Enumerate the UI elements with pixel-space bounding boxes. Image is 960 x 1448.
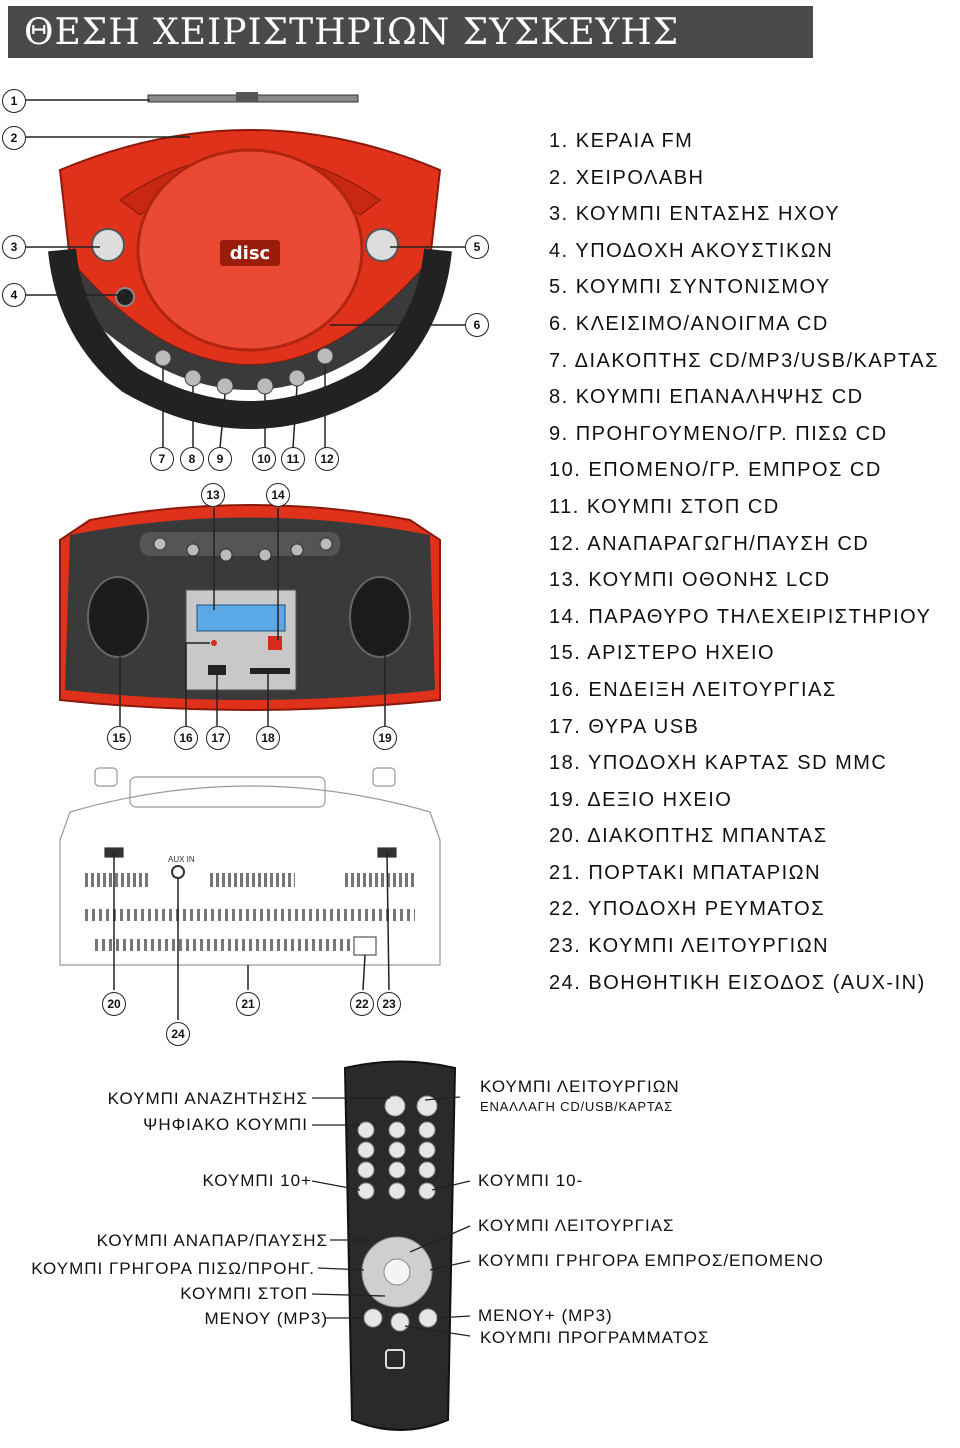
- legend-item: 12. ΑΝΑΠΑΡΑΓΩΓΗ/ΠΑΥΣΗ CD: [549, 532, 870, 555]
- legend-item: 7. ΔΙΑΚΟΠΤΗΣ CD/MP3/USB/ΚΑΡΤΑΣ: [549, 349, 939, 372]
- callout-number: 24: [166, 1022, 190, 1046]
- remote-label-program: ΚΟΥΜΠΙ ΠΡΟΓΡΑΜΜΑΤΟΣ: [480, 1328, 710, 1347]
- callout-number: 16: [174, 726, 198, 750]
- headphone-jack: [115, 287, 135, 307]
- legend-item: 16. ΕΝΔΕΙΞΗ ΛΕΙΤΟΥΡΓΙΑΣ: [549, 678, 837, 701]
- legend-item: 17. ΘΥΡΑ USB: [549, 715, 700, 738]
- right-speaker: [349, 576, 411, 658]
- legend-item: 9. ΠΡΟΗΓΟΥΜΕΝΟ/ΓΡ. ΠΙΣΩ CD: [549, 422, 888, 445]
- callout-number: 17: [206, 726, 230, 750]
- legend-item: 14. ΠΑΡΑΘΥΡΟ ΤΗΛΕΧΕΙΡΙΣΤΗΡΙΟΥ: [549, 605, 932, 628]
- legend-item: 24. ΒΟΗΘΗΤΙΚΗ ΕΙΣΟΔΟΣ (AUX-IN): [549, 971, 926, 994]
- page-title: ΘΕΣΗ ΧΕΙΡΙΣΤΗΡΙΩΝ ΣΥΣΚΕΥΗΣ: [24, 12, 680, 53]
- device-back-view: [59, 767, 441, 966]
- remote-control-illustration: [311, 1060, 471, 1431]
- remote-label-functions: ΚΟΥΜΠΙ ΛΕΙΤΟΥΡΓΙΩΝ: [480, 1077, 680, 1096]
- remote-label-search: ΚΟΥΜΠΙ ΑΝΑΖΗΤΗΣΗΣ: [107, 1089, 308, 1108]
- legend-item: 11. ΚΟΥΜΠΙ ΣΤΟΠ CD: [549, 495, 780, 518]
- remote-label-menu-minus: ΜΕΝΟΥ (MP3): [204, 1309, 328, 1328]
- legend-item: 4. ΥΠΟΔΟΧΗ ΑΚΟΥΣΤΙΚΩΝ: [549, 239, 834, 262]
- legend-item: 19. ΔΕΞΙΟ ΗΧΕΙΟ: [549, 788, 733, 811]
- remote-window: [268, 636, 282, 650]
- callout-number: 21: [236, 992, 260, 1016]
- remote-label-menu-plus: ΜΕΝΟΥ+ (MP3): [478, 1306, 613, 1325]
- callout-number: 14: [266, 483, 290, 507]
- remote-label-mode: ΚΟΥΜΠΙ ΛΕΙΤΟΥΡΓΙΑΣ: [478, 1216, 675, 1235]
- volume-knob: [91, 228, 125, 262]
- callout-number: 12: [315, 447, 339, 471]
- callout-number: 9: [208, 447, 232, 471]
- remote-label-minus10: ΚΟΥΜΠΙ 10-: [478, 1171, 584, 1190]
- parts-legend: 1. ΚΕΡΑΙΑ FM 2. ΧΕΙΡΟΛΑΒΗ 3. ΚΟΥΜΠΙ ΕΝΤΑ…: [549, 129, 939, 1007]
- remote-label-play-pause: ΚΟΥΜΠΙ ΑΝΑΠΑΡ/ΠΑΥΣΗΣ: [96, 1231, 328, 1250]
- callout-number: 19: [373, 726, 397, 750]
- device-top-view: disc: [26, 92, 465, 449]
- legend-item: 3. ΚΟΥΜΠΙ ΕΝΤΑΣΗΣ ΗΧΟΥ: [549, 203, 841, 226]
- legend-item: 18. ΥΠΟΔΟΧΗ ΚΑΡΤΑΣ SD MMC: [549, 752, 888, 775]
- aux-in-marking: AUX IN: [168, 855, 195, 864]
- callout-number: 1: [2, 89, 26, 113]
- remote-label-switch: ΕΝΑΛΛΑΓΗ CD/USB/ΚΑΡΤΑΣ: [480, 1099, 673, 1114]
- legend-item: 23. ΚΟΥΜΠΙ ΛΕΙΤΟΥΡΓΙΩΝ: [549, 935, 830, 958]
- usb-port: [208, 665, 226, 675]
- callout-number: 11: [281, 447, 305, 471]
- callout-number: 2: [2, 126, 26, 150]
- remote-label-digit: ΨΗΦΙΑΚΟ ΚΟΥΜΠΙ: [143, 1115, 308, 1134]
- callout-number: 23: [377, 992, 401, 1016]
- legend-item: 1. ΚΕΡΑΙΑ FM: [549, 130, 694, 152]
- callout-number: 8: [180, 447, 204, 471]
- legend-item: 5. ΚΟΥΜΠΙ ΣΥΝΤΟΝΙΣΜΟΥ: [549, 276, 831, 299]
- disc-logo: [220, 240, 280, 266]
- remote-label-stop: ΚΟΥΜΠΙ ΣΤΟΠ: [180, 1284, 308, 1303]
- card-slot: [250, 668, 290, 674]
- disc-logo-text: disc: [230, 243, 270, 264]
- callout-number: 13: [201, 483, 225, 507]
- legend-item: 13. ΚΟΥΜΠΙ ΟΘΟΝΗΣ LCD: [549, 569, 831, 592]
- callout-number: 6: [465, 313, 489, 337]
- callout-number: 15: [107, 726, 131, 750]
- remote-label-fast-back: ΚΟΥΜΠΙ ΓΡΗΓΟΡΑ ΠΙΣΩ/ΠΡΟΗΓ.: [31, 1259, 315, 1278]
- callout-number: 3: [2, 235, 26, 259]
- legend-item: 21. ΠΟΡΤΑΚΙ ΜΠΑΤΑΡΙΩΝ: [549, 861, 822, 884]
- callout-number: 18: [256, 726, 280, 750]
- legend-item: 15. ΑΡΙΣΤΕΡΟ ΗΧΕΙΟ: [549, 642, 776, 665]
- lcd-display: [196, 604, 286, 632]
- legend-item: 10. ΕΠΟΜΕΝΟ/ΓΡ. ΕΜΠΡΟΣ CD: [549, 459, 882, 482]
- legend-item: 6. ΚΛΕΙΣΙΜΟ/ΑΝΟΙΓΜΑ CD: [549, 312, 829, 335]
- callout-number: 7: [150, 447, 174, 471]
- callout-number: 20: [102, 992, 126, 1016]
- legend-item: 8. ΚΟΥΜΠΙ ΕΠΑΝΑΛΗΨΗΣ CD: [549, 386, 864, 409]
- callout-number: 5: [465, 235, 489, 259]
- left-speaker: [87, 576, 149, 658]
- callout-number: 10: [252, 447, 276, 471]
- tuning-knob: [365, 228, 399, 262]
- remote-label-plus10: ΚΟΥΜΠΙ 10+: [202, 1171, 312, 1190]
- legend-item: 2. ΧΕΙΡΟΛΑΒΗ: [549, 166, 705, 189]
- legend-item: 22. ΥΠΟΔΟΧΗ ΡΕΥΜΑΤΟΣ: [549, 898, 826, 921]
- device-front-view: [59, 504, 441, 726]
- callout-number: 4: [2, 283, 26, 307]
- title-bar: ΘΕΣΗ ΧΕΙΡΙΣΤΗΡΙΩΝ ΣΥΣΚΕΥΗΣ: [8, 6, 813, 58]
- legend-item: 20. ΔΙΑΚΟΠΤΗΣ ΜΠΑΝΤΑΣ: [549, 825, 828, 848]
- remote-label-fast-forward: ΚΟΥΜΠΙ ΓΡΗΓΟΡΑ ΕΜΠΡΟΣ/ΕΠΟΜΕΝΟ: [478, 1251, 824, 1270]
- callout-number: 22: [350, 992, 374, 1016]
- power-indicator: [211, 640, 217, 646]
